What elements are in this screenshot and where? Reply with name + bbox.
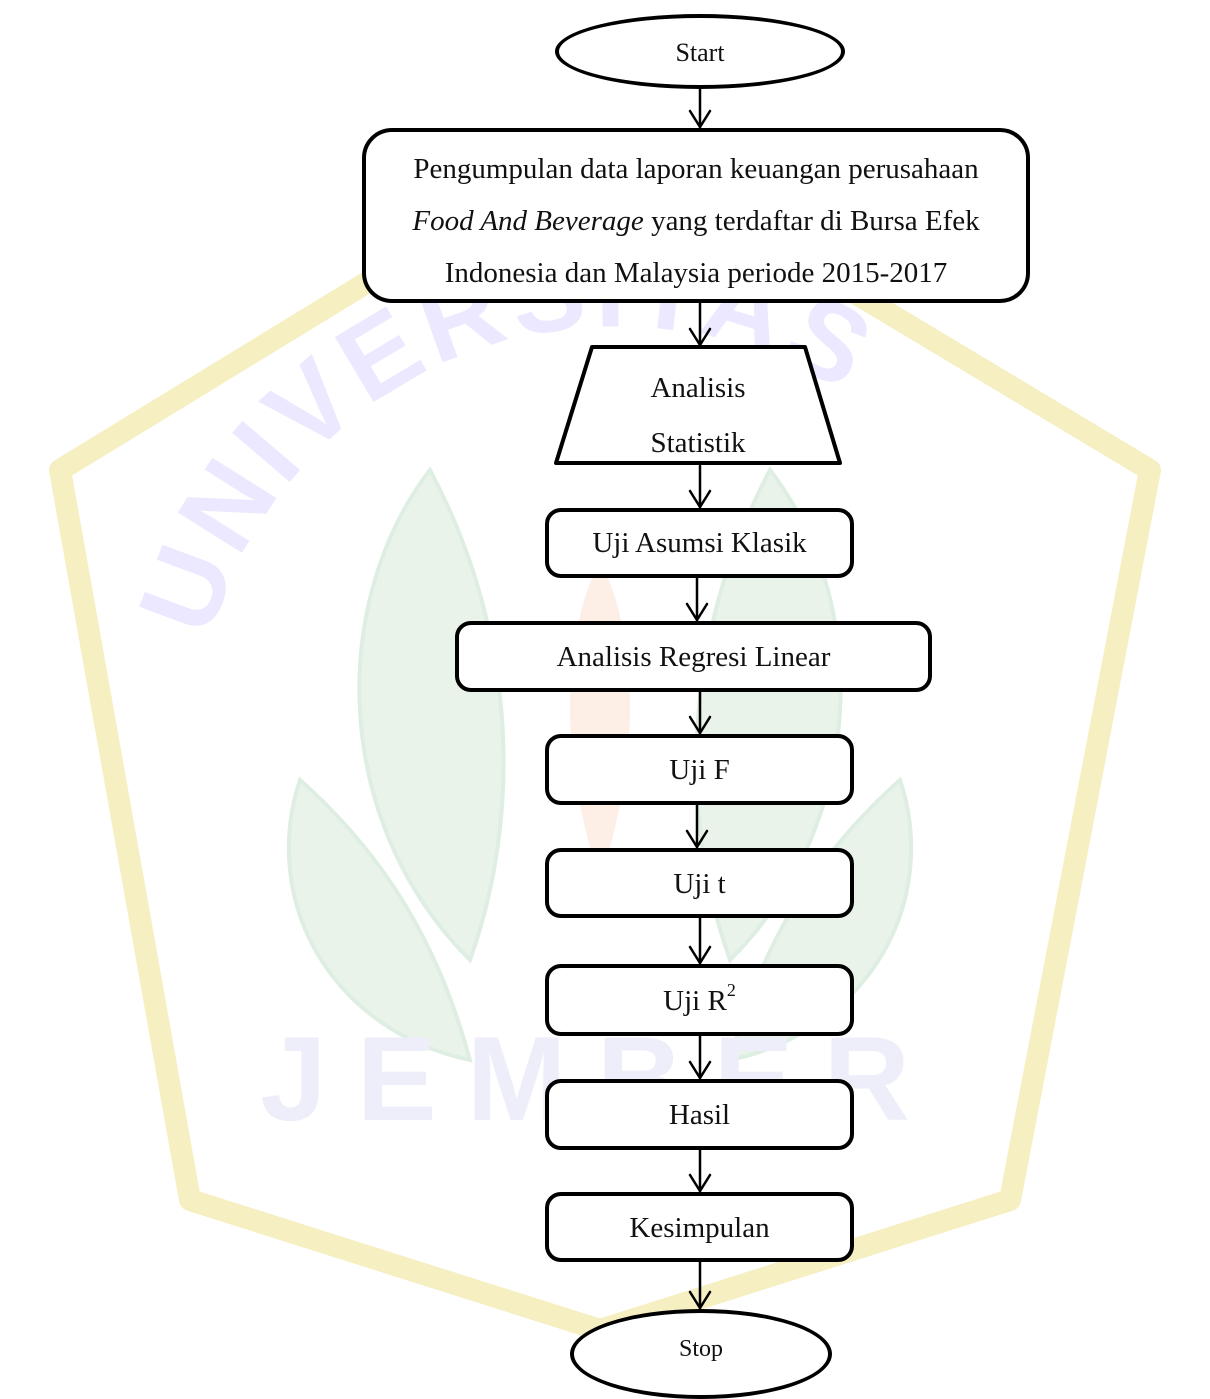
conclusion-label: Kesimpulan	[629, 1212, 770, 1244]
arrow-classic-to-regression	[685, 576, 709, 623]
r-squared-test-box	[545, 964, 854, 1036]
r-squared-test-label: Uji R2	[545, 981, 854, 1017]
arrow-t-to-r2	[688, 916, 712, 966]
analysis-line-2: Statistik	[650, 427, 746, 459]
arrow-conclusion-to-stop	[688, 1260, 712, 1311]
analysis-trapezoid	[554, 345, 842, 465]
r-squared-superscript: 2	[726, 980, 736, 1001]
conclusion-box	[545, 1192, 854, 1262]
linear-regression-box	[455, 621, 932, 692]
arrow-result-to-conclusion	[688, 1148, 712, 1194]
result-label: Hasil	[668, 1099, 731, 1131]
arrow-regression-to-f	[688, 690, 712, 736]
f-test-box	[545, 734, 854, 805]
analysis-line-1: Analisis	[650, 372, 746, 404]
data-collection-line-3: Indonesia dan Malaysia periode 2015-2017	[444, 257, 948, 289]
data-collection-line-2-rest: yang terdaftar di Bursa Efek	[643, 205, 980, 237]
arrow-collect-to-analysis	[688, 301, 712, 348]
arrow-analysis-to-classic	[688, 464, 712, 510]
t-test-label: Uji t	[673, 868, 726, 900]
start-terminal	[555, 14, 845, 89]
data-collection-line-2: Food And Beverage yang terdaftar di Burs…	[362, 206, 1030, 236]
f-test-label: Uji F	[669, 754, 730, 786]
t-test-box	[545, 848, 854, 918]
linear-regression-label: Analisis Regresi Linear	[556, 641, 831, 673]
stop-label: Stop	[678, 1336, 723, 1362]
start-label: Start	[675, 38, 725, 67]
food-and-beverage-text: Food And Beverage	[412, 205, 644, 237]
arrow-start-to-collect	[688, 86, 712, 130]
data-collection-box	[362, 128, 1030, 303]
r-squared-text: Uji R	[663, 985, 727, 1017]
result-box	[545, 1079, 854, 1150]
data-collection-line-1: Pengumpulan data laporan keuangan perusa…	[413, 153, 979, 185]
arrow-r2-to-result	[688, 1034, 712, 1081]
classic-assumption-test-label: Uji Asumsi Klasik	[592, 527, 807, 559]
arrow-f-to-t	[685, 803, 709, 850]
classic-assumption-test-box	[545, 508, 854, 578]
